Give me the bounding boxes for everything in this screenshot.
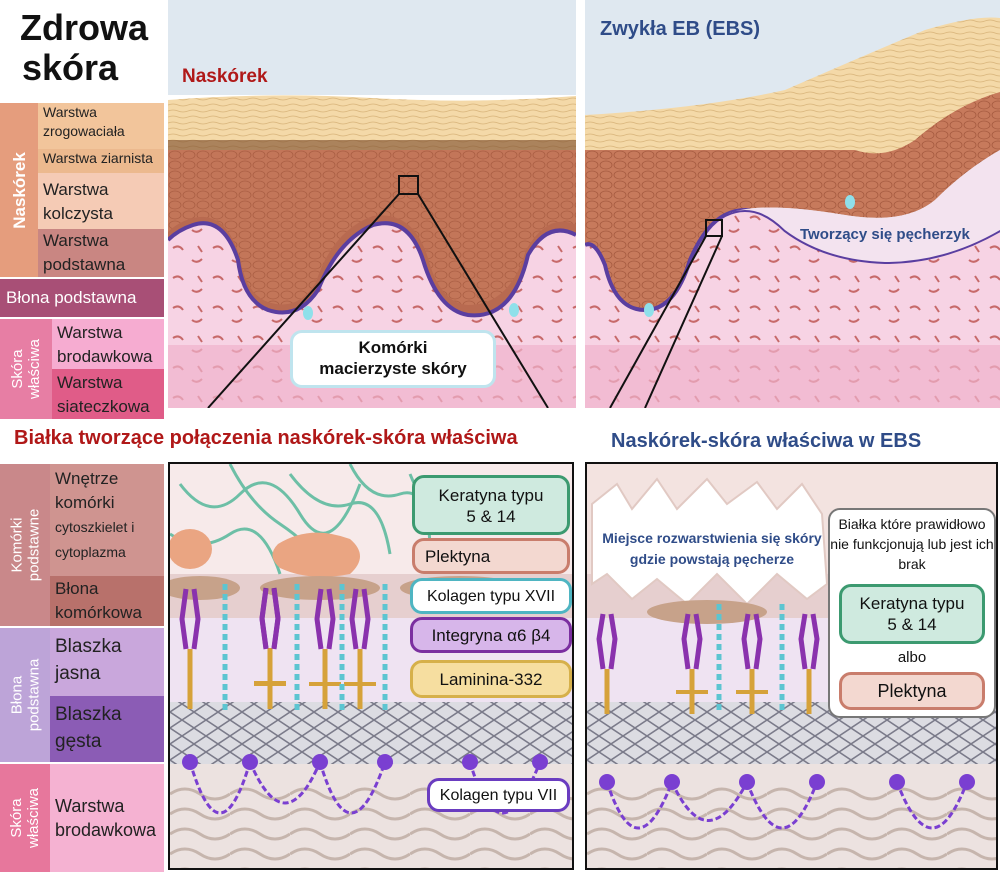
papillary-label: Warstwa brodawkowa (55, 796, 157, 840)
healthy-epidermis-label: Naskórek (182, 66, 268, 87)
basement-group-bar: Błona podstawna (0, 628, 50, 762)
keratin-callout: Keratyna typu 5 & 14 (412, 475, 570, 535)
healthy-junction-panel (168, 462, 574, 870)
dermis-group-label: Skóra właściwa (8, 787, 43, 849)
layer-stratum-corneum-label: Warstwa zrogowaciała (43, 104, 125, 139)
basal-cells-group-bar: Komórki podstawne (0, 464, 50, 626)
skora-group-label: Skóra właściwa (9, 338, 44, 400)
stem-cells-callout: Komórki macierzyste skóry (290, 330, 496, 388)
healthy-title-line1: Zdrowa (20, 7, 149, 48)
lamina-lucida-cell: Blaszka jasna (50, 628, 164, 696)
ebs-keratin-label: Keratyna typu 5 & 14 (859, 594, 965, 634)
naskorek-group-label: Naskórek (9, 151, 29, 229)
plectin-callout: Plektyna (412, 538, 570, 574)
layer-reticular-label: Warstwa siateczkowa (57, 373, 150, 416)
healthy-title-line2: skóra (22, 47, 119, 88)
layer-granular: Warstwa ziarnista (38, 149, 164, 173)
layer-stratum-corneum: Warstwa zrogowaciała (38, 103, 164, 149)
missing-proteins-box: Białka które prawidłowo nie funkcjonują … (828, 508, 996, 718)
ebs-title: Zwykła EB (EBS) (600, 18, 761, 40)
layer-basal-label: Warstwa podstawna (43, 231, 126, 274)
layer-papillary-label: Warstwa brodawkowa (57, 323, 153, 366)
ebs-keratin-callout: Keratyna typu 5 & 14 (839, 584, 985, 644)
healthy-title: Zdrowa skóra (20, 8, 170, 88)
basement-group-label: Błona podstawna (8, 658, 43, 732)
col7-callout: Kolagen typu VII (427, 778, 570, 812)
stem-cells-line1: Komórki (358, 338, 428, 357)
layer-spinous: Warstwa kolczysta (38, 173, 164, 229)
layer-basement-label: Błona podstawna (6, 288, 137, 307)
cell-interior-label: Wnętrze komórki (55, 469, 119, 512)
stem-cells-line2: macierzyste skóry (319, 359, 467, 378)
layer-reticular: Warstwa siateczkowa (52, 369, 164, 419)
laminin-callout: Laminina-332 (410, 660, 572, 698)
integrin-callout: Integryna α6 β4 (410, 617, 572, 653)
healthy-junction-svg (170, 464, 572, 868)
col17-callout: Kolagen typu XVII (410, 578, 572, 614)
col17-label: Kolagen typu XVII (426, 588, 556, 605)
cell-membrane-label: Błona komórkowa (55, 579, 142, 622)
lamina-densa-cell: Blaszka gęsta (50, 696, 164, 762)
split-site-label: Miejsce rozwarstwienia się skóry gdzie p… (602, 530, 822, 567)
keratin-label: Keratyna typu 5 & 14 (438, 486, 544, 526)
lamina-lucida-label: Blaszka jasna (55, 636, 122, 684)
ebs-blister-label: Tworzący się pęcherzyk (800, 226, 970, 243)
papillary-cell: Warstwa brodawkowa (50, 764, 164, 872)
skora-group-bar: Skóra właściwa (0, 319, 52, 419)
integrin-label: Integryna α6 β4 (431, 626, 551, 645)
ebs-skin-illustration (585, 0, 1000, 408)
cell-interior-sub: cytoszkielet i cytoplazma (55, 519, 135, 560)
dermis-group-bar: Skóra właściwa (0, 764, 50, 872)
plectin-label: Plektyna (425, 547, 491, 566)
ebs-plectin-label: Plektyna (877, 681, 947, 701)
col7-label: Kolagen typu VII (439, 787, 558, 804)
cell-membrane-cell: Błona komórkowa (50, 576, 164, 626)
missing-proteins-title: Białka które prawidłowo nie funkcjonują … (830, 516, 994, 572)
lamina-densa-label: Blaszka gęsta (55, 704, 122, 752)
basal-cells-group-label: Komórki podstawne (8, 508, 43, 582)
laminin-label: Laminina-332 (439, 670, 543, 689)
ebs-plectin-callout: Plektyna (839, 672, 985, 710)
layer-spinous-label: Warstwa kolczysta (43, 180, 113, 223)
layer-granular-label: Warstwa ziarnista (43, 150, 153, 166)
naskorek-group-bar: Naskórek (0, 103, 38, 277)
layer-basal: Warstwa podstawna (38, 229, 164, 277)
layer-papillary: Warstwa brodawkowa (52, 319, 164, 369)
lower-right-heading: Naskórek-skóra właściwa w EBS (611, 430, 922, 452)
layer-basement-membrane: Błona podstawna (0, 279, 164, 317)
ebs-skin-svg (585, 0, 1000, 408)
lower-left-heading: Białka tworzące połączenia naskórek-skór… (14, 427, 518, 449)
cell-interior-cell: Wnętrze komórki cytoszkielet i cytoplazm… (50, 464, 164, 576)
ebs-or-label: albo (897, 649, 927, 666)
